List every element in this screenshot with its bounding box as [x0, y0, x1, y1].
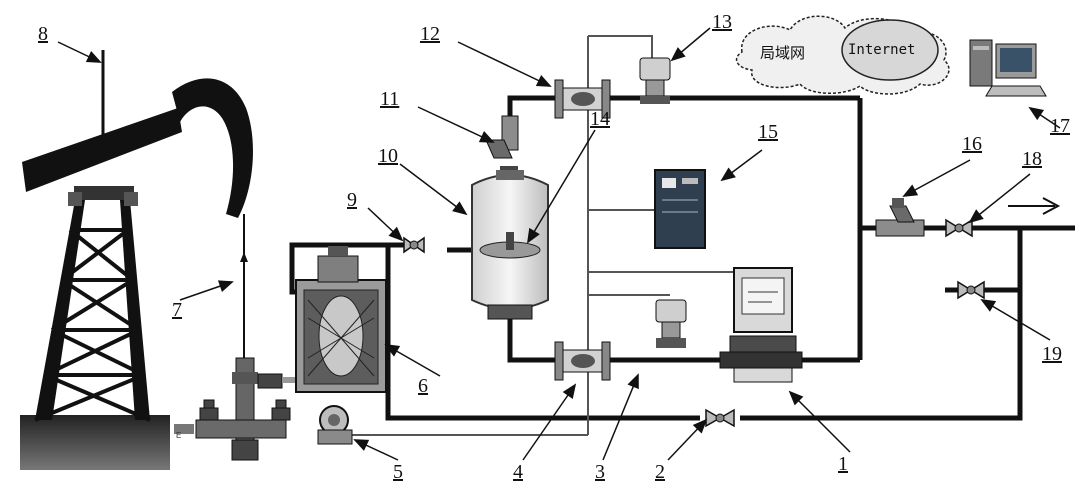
- arrowhead-1: [788, 390, 804, 406]
- arrowhead-17: [1028, 106, 1045, 121]
- ground-base: [20, 415, 170, 470]
- valve-11: [485, 115, 519, 176]
- callout-label-11: 11: [380, 88, 399, 110]
- callout-label-15: 15: [758, 121, 778, 143]
- callout-label-16: 16: [962, 133, 982, 155]
- lan-label: 局域网: [760, 44, 805, 62]
- callout-label-17: 17: [1050, 115, 1070, 137]
- leader-line-1: [789, 391, 851, 453]
- callout-label-1: 1: [838, 453, 848, 475]
- horse-head: [172, 78, 253, 218]
- arrowhead-18: [968, 209, 984, 224]
- arrowhead-4: [562, 383, 577, 399]
- samson-post: [74, 186, 134, 200]
- leader-line-3: [602, 374, 639, 461]
- valve-18: [945, 218, 973, 238]
- arrowhead-13: [670, 47, 686, 62]
- strainer-16: [875, 198, 925, 237]
- callout-label-18: 18: [1022, 148, 1042, 170]
- arrowhead-15: [720, 167, 736, 182]
- derrick-leg-left: [35, 200, 85, 420]
- arrowhead-6: [384, 344, 401, 357]
- callout-label-8: 8: [38, 23, 48, 45]
- network-cloud: 局域网 Internet: [735, 15, 950, 95]
- valve-2: [705, 408, 735, 428]
- arrowhead-16: [902, 184, 919, 197]
- arrowhead-14: [526, 227, 540, 244]
- callout-label-2: 2: [655, 461, 665, 483]
- callout-label-7: 7: [172, 299, 182, 321]
- internet-label: Internet: [848, 42, 915, 58]
- callout-label-13: 13: [712, 11, 732, 33]
- callout-label-6: 6: [418, 375, 428, 397]
- arrowhead-8: [85, 50, 102, 63]
- pump-jack: [20, 78, 253, 470]
- callout-label-4: 4: [513, 461, 523, 483]
- analyzer-1: [719, 267, 803, 383]
- leader-lines: [57, 27, 1061, 461]
- heater: [295, 246, 387, 393]
- arrowhead-9: [388, 226, 404, 242]
- leader-line-11: [417, 106, 494, 143]
- flowmeter-4: [554, 341, 611, 381]
- control-cabinet: [654, 169, 706, 249]
- valve-9: [403, 236, 425, 254]
- transmitter-lower: [655, 299, 687, 348]
- main-pipeline: [289, 95, 1075, 421]
- computer: [969, 39, 1047, 97]
- callout-label-10: 10: [378, 145, 398, 167]
- valve-19: [957, 280, 985, 300]
- callout-label-5: 5: [393, 461, 403, 483]
- wellhead: E: [174, 357, 300, 461]
- arrowhead-11: [478, 131, 495, 143]
- leader-line-14: [527, 129, 596, 243]
- leader-line-10: [399, 163, 467, 215]
- derrick-leg-right: [120, 200, 150, 420]
- callout-label-3: 3: [595, 461, 605, 483]
- callout-label-9: 9: [347, 189, 357, 211]
- arrowhead-2: [692, 418, 708, 434]
- svg-text:E: E: [176, 431, 181, 440]
- transmitter-13: [639, 57, 671, 104]
- callout-label-19: 19: [1042, 343, 1062, 365]
- leader-line-4: [522, 384, 576, 461]
- derrick-braces: [34, 228, 151, 422]
- callout-label-14: 14: [590, 108, 610, 130]
- pump: [317, 405, 353, 445]
- arrowhead-7: [217, 280, 234, 292]
- leader-line-18: [969, 173, 1031, 223]
- arrowhead-3: [627, 373, 639, 390]
- separator-tank: [471, 170, 549, 320]
- leader-line-12: [457, 41, 551, 87]
- callout-label-12: 12: [420, 23, 440, 45]
- leader-line-19: [981, 299, 1051, 341]
- outlet-arrow: [1008, 197, 1061, 215]
- arrowhead-5: [353, 439, 370, 451]
- flowmeter-12: [554, 79, 611, 119]
- arrowhead-10: [452, 201, 468, 216]
- arrowhead-12: [535, 74, 552, 87]
- arrowhead-19: [980, 299, 997, 312]
